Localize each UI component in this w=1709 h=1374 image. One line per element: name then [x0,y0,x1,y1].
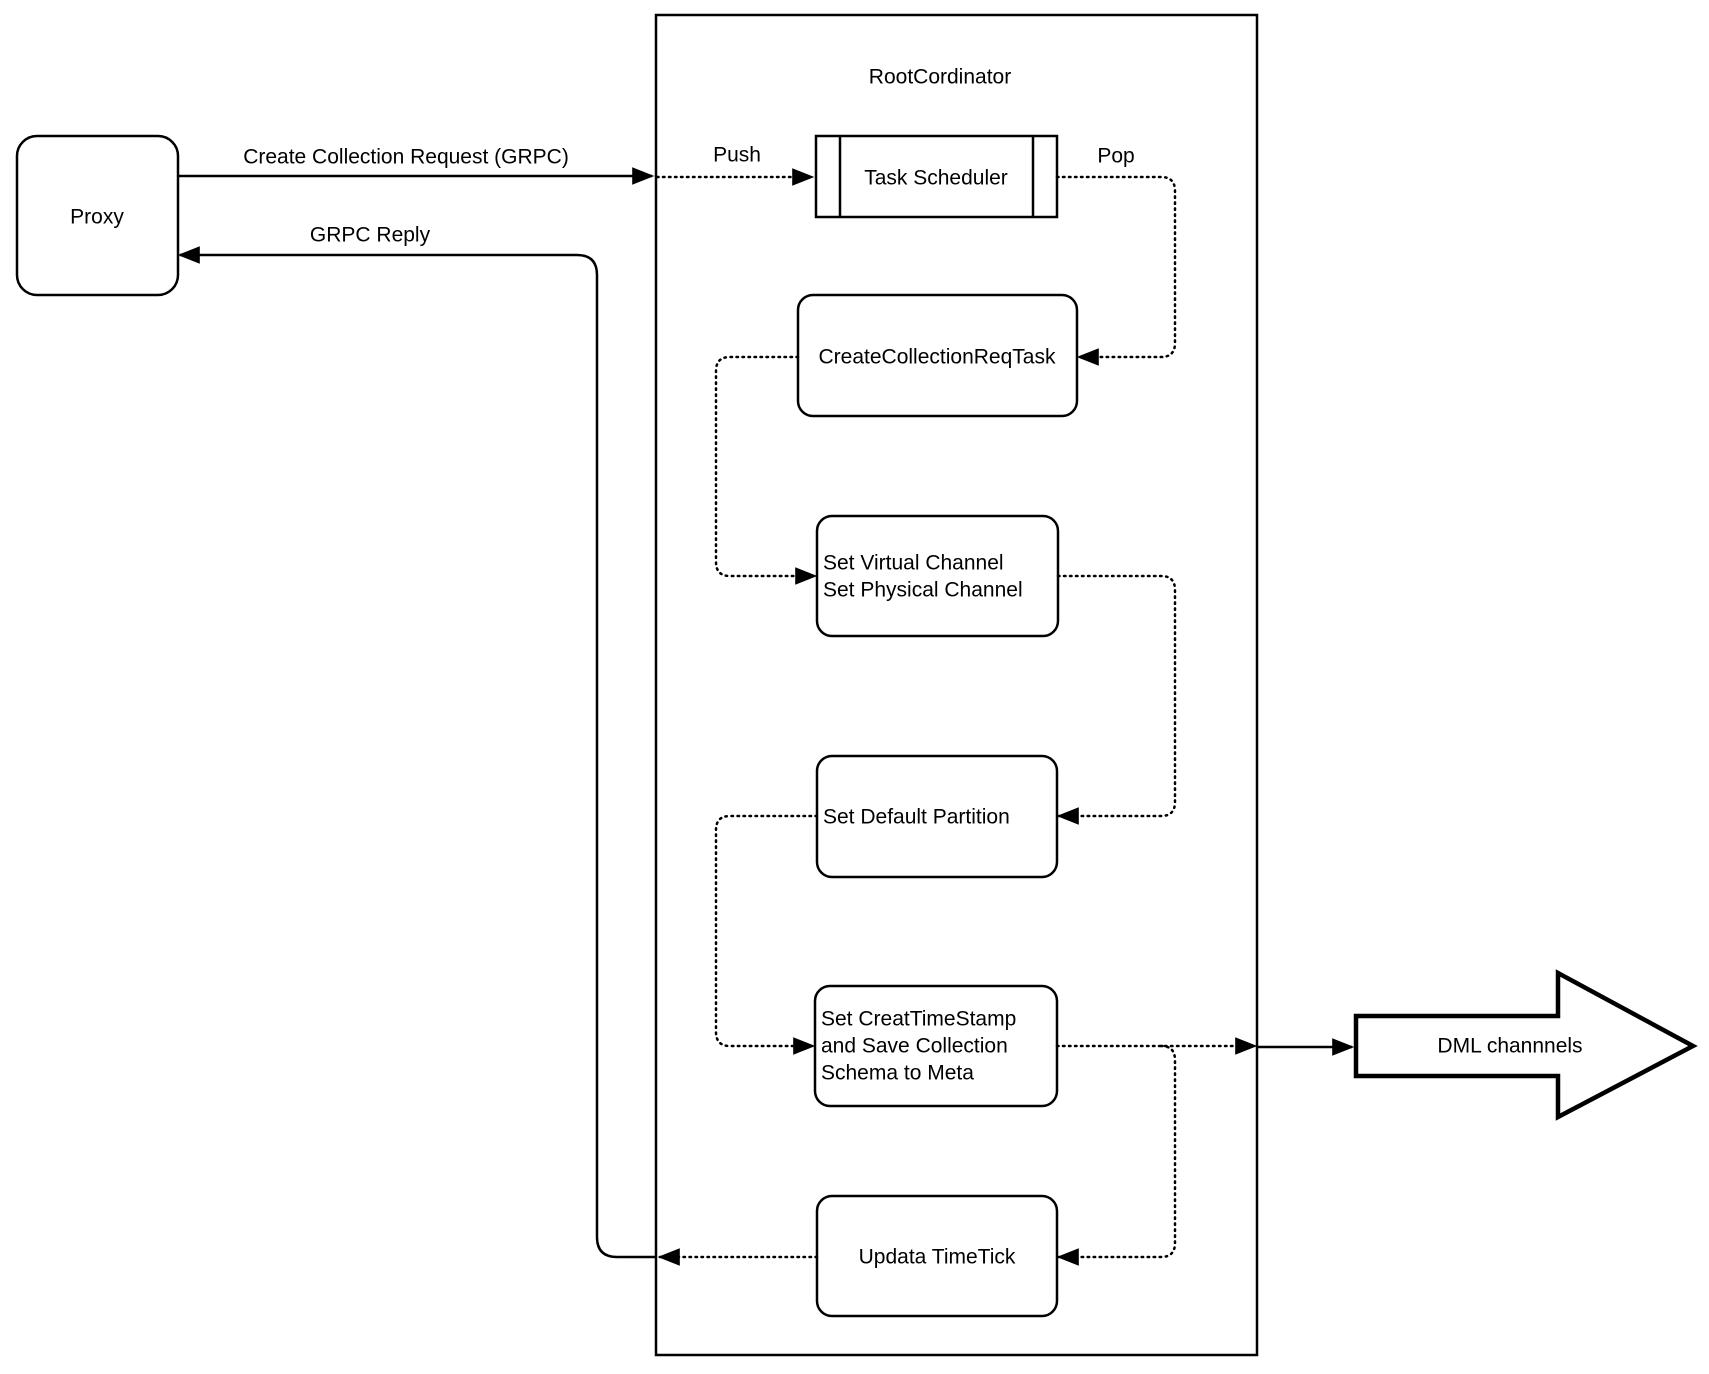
edge-grpc-reply-label: GRPC Reply [310,224,431,247]
dml-channels-label: DML channnels [1437,1035,1582,1058]
edge-push-label: Push [713,144,761,167]
task-scheduler-label: Task Scheduler [864,167,1008,190]
set-default-partition-label: Set Default Partition [823,806,1010,829]
edge-create-collection-request-label: Create Collection Request (GRPC) [243,146,569,169]
dml-channels-arrow [1353,969,1698,1121]
proxy-label: Proxy [70,206,124,229]
updata-timetick-label: Updata TimeTick [859,1246,1016,1269]
set-channel-label: Set Virtual Channel Set Physical Channel [823,545,1023,602]
edge-setchannel-to-partition [1056,574,1177,825]
edge-partition-to-timestamp [714,814,819,1055]
root-coordinator-title: RootCordinator [869,66,1011,89]
set-creat-timestamp-label: Set CreatTimeStamp and Save Collection S… [821,1001,1022,1085]
edge-grpc-reply [177,246,656,1259]
create-collection-req-task-node [796,293,1079,418]
root-coordinator-container [654,13,1259,1357]
proxy-node [15,134,180,297]
edge-reqtask-to-setchannel [714,355,818,585]
create-collection-req-task-label: CreateCollectionReqTask [819,346,1056,369]
edge-timestamp-to-timetick [1056,1044,1177,1266]
edge-pop [1055,175,1177,366]
set-channel-node [815,514,1060,638]
edge-pop-label: Pop [1097,145,1134,168]
